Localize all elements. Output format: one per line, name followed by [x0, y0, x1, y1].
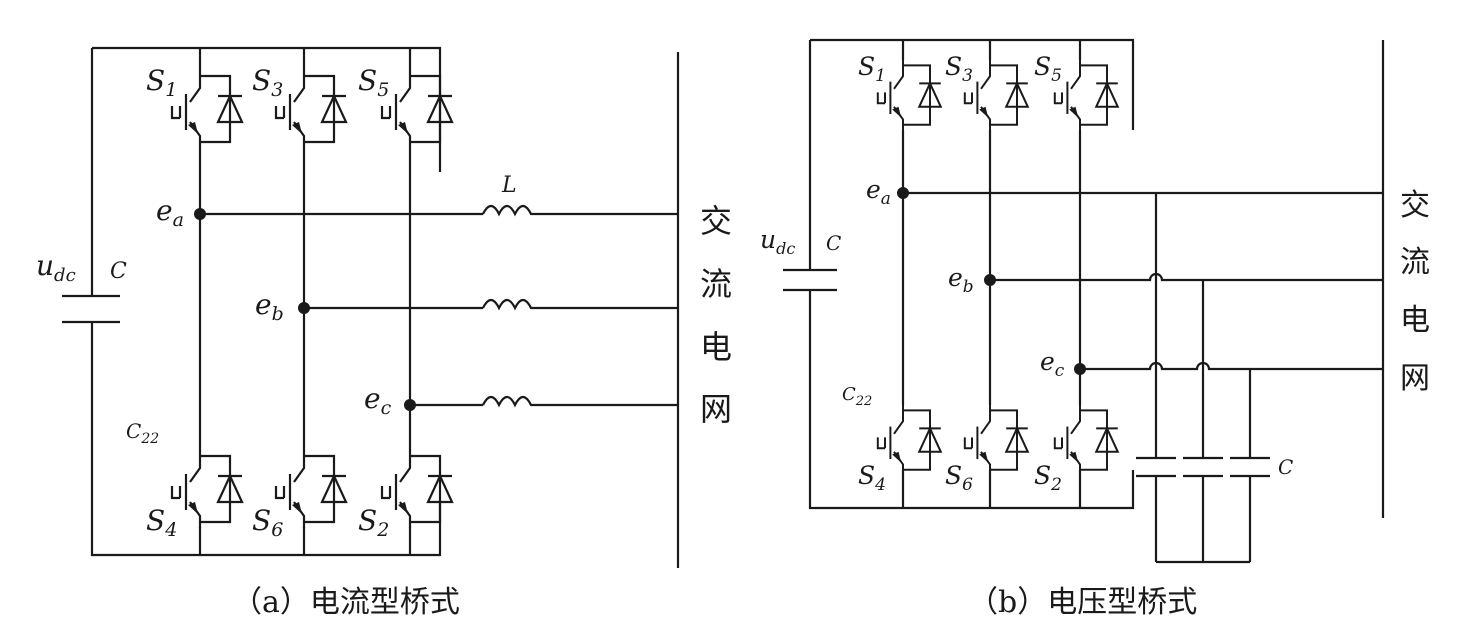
node-dot-a — [194, 208, 206, 220]
igbt-s1-b-icon — [876, 59, 942, 132]
label-udc-b: udc — [760, 225, 795, 258]
inductor-b — [482, 298, 678, 311]
label-udc: udc — [36, 249, 76, 286]
label-s2-b: S2 — [1034, 461, 1062, 495]
label-c22-b: C22 — [842, 384, 872, 409]
bridge-legs-b — [901, 40, 1082, 508]
switch-cells-b — [876, 59, 1119, 477]
label-s3-b: S3 — [945, 52, 973, 86]
diagram-b: S1 S3 S5 S4 S6 S2 ea eb ec udc C C22 C 交… — [760, 38, 1430, 620]
grid-char-1-b: 交 — [1400, 188, 1430, 223]
label-s1: S1 — [146, 64, 177, 101]
label-ea-b: ea — [866, 175, 891, 209]
grid-char-2-b: 流 — [1400, 245, 1430, 280]
label-s4-b: S4 — [858, 461, 886, 495]
output-lines-a — [200, 52, 680, 568]
label-eb-b: eb — [948, 263, 974, 297]
igbt-s5-icon — [380, 68, 454, 150]
igbt-s2-icon — [380, 448, 454, 530]
node-dot-b-b — [984, 274, 996, 286]
label-s5: S5 — [358, 64, 389, 101]
grid-char-2: 流 — [700, 265, 732, 303]
dc-link-b — [783, 38, 1135, 510]
label-s1-b: S1 — [858, 52, 886, 86]
igbt-s4-b-icon — [876, 404, 942, 477]
label-dc-capacitor: C — [110, 259, 127, 284]
grid-char-4: 网 — [700, 390, 732, 428]
igbt-s6-b-icon — [963, 404, 1029, 477]
label-eb: eb — [255, 288, 284, 325]
label-s6-b: S6 — [945, 461, 973, 495]
node-dot-c-b — [1074, 363, 1086, 375]
label-ea: ea — [156, 194, 184, 231]
caption-a: （a）电流型桥式 — [232, 585, 460, 620]
igbt-s4-icon — [170, 448, 244, 530]
label-s6: S6 — [252, 504, 283, 541]
label-c22: C22 — [126, 419, 159, 447]
label-inductor: L — [501, 173, 517, 198]
node-dot-b — [298, 302, 310, 314]
label-s3: S3 — [252, 64, 283, 101]
grid-label-a: 交 流 电 网 — [700, 202, 732, 428]
igbt-s1-icon — [170, 68, 244, 150]
label-s2: S2 — [358, 504, 389, 541]
node-dot-a-b — [897, 187, 909, 199]
igbt-s6-icon — [274, 448, 348, 530]
grid-char-1: 交 — [700, 202, 732, 240]
label-ec: ec — [364, 382, 392, 419]
grid-char-3: 电 — [700, 328, 732, 366]
grid-label-b: 交 流 电 网 — [1400, 188, 1430, 396]
dc-link-a — [62, 46, 442, 557]
label-filter-capacitor: C — [1278, 455, 1293, 479]
grid-char-3-b: 电 — [1400, 303, 1430, 338]
diagram-a: S1 S3 S5 S4 S6 S2 ea eb ec udc C C22 L 交… — [36, 46, 732, 620]
label-ec-b: ec — [1040, 347, 1065, 381]
output-lines-b — [903, 40, 1385, 518]
igbt-s2-b-icon — [1053, 404, 1119, 477]
igbt-s3-b-icon — [963, 59, 1029, 132]
inductor-a — [482, 204, 678, 217]
node-dot-c — [404, 399, 416, 411]
igbt-s5-b-icon — [1053, 59, 1119, 132]
filter-capacitors-b — [1136, 193, 1270, 564]
caption-b: （b）电压型桥式 — [968, 585, 1197, 620]
grid-char-4-b: 网 — [1400, 361, 1430, 396]
igbt-s3-icon — [274, 68, 348, 150]
label-dc-capacitor-b: C — [826, 231, 841, 255]
inductor-c — [482, 395, 678, 408]
label-s5-b: S5 — [1034, 52, 1062, 86]
label-s4: S4 — [146, 504, 177, 541]
